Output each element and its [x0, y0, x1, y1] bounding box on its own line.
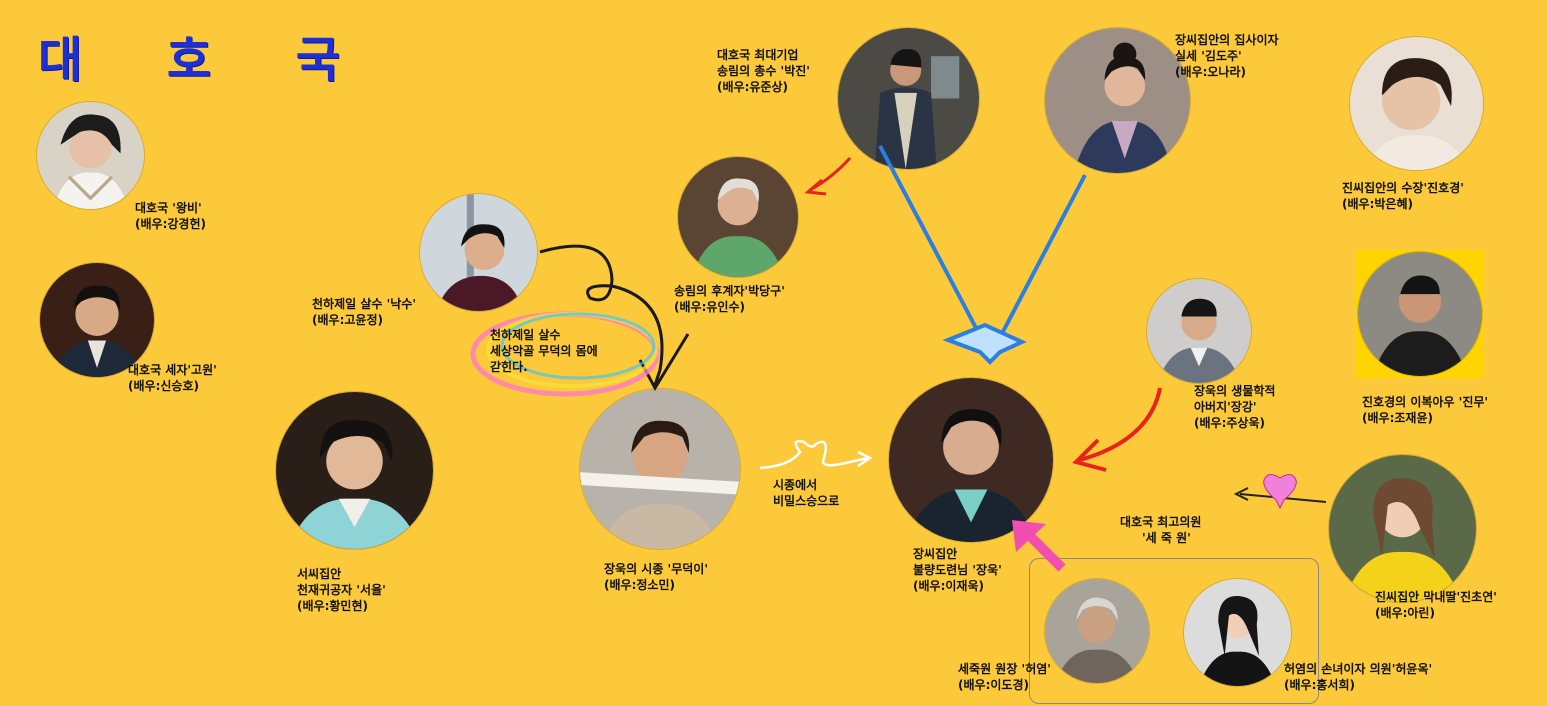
- portrait-nakbsu: [420, 194, 537, 311]
- portrait-jangwook: [889, 378, 1053, 542]
- portrait-parkdanggu: [678, 157, 798, 277]
- blue-arrowhead: [942, 322, 1027, 365]
- blue-arrow-parkjin: [878, 145, 987, 346]
- white-heart-arrow: [759, 439, 869, 470]
- caption-mudeoki: 장욱의 시종 '무덕이'(배우:정소민): [604, 562, 709, 592]
- portrait-heoyeom: [1045, 579, 1149, 683]
- sejukwon-group-box: [1029, 558, 1319, 704]
- caption-nakbsu: 천하제일 살수 '낙수'(배우:고윤정): [312, 297, 417, 327]
- red-arrow-janggang-jangwook: [1079, 387, 1162, 462]
- heart-icon: [1263, 474, 1297, 510]
- caption-jinmu: 진호경의 이복아우 '진무'(배우:조재윤): [1362, 395, 1489, 425]
- portrait-janggang: [1147, 279, 1251, 383]
- portrait-parkjin: [838, 28, 979, 169]
- portrait-mudeoki: [580, 389, 740, 549]
- caption-jinchoyeon: 진씨집안 막내딸'진초연'(배우:아린): [1375, 590, 1497, 620]
- portrait-gowon: [40, 263, 154, 377]
- red-arrow-parkjin-parkdanggu: [809, 156, 852, 192]
- caption-gowon: 대호국 세자'고원'(배우:신승호): [128, 363, 217, 393]
- blue-arrow-kimdoju: [994, 174, 1087, 346]
- portrait-jinhogyeong: [1350, 37, 1483, 170]
- portrait-jinmu-frame: [1356, 250, 1484, 378]
- portrait-kimdoju: [1045, 28, 1190, 173]
- page-title: 대 호 국: [38, 32, 374, 88]
- cupid-arrow: [1239, 493, 1327, 503]
- caption-heoyunok: 허염의 손녀이자 의원'허윤옥'(배우:홍서희): [1284, 662, 1433, 692]
- caption-heoyeom: 세죽원 원장 '허염'(배우:이도경): [958, 662, 1051, 692]
- portrait-jinmu: [1358, 252, 1482, 376]
- caption-wangbi: 대호국 '왕비'(배우:강경헌): [135, 201, 206, 231]
- portrait-seoyul: [276, 392, 433, 549]
- caption-parkdanggu: 송림의 후계자'박당구'(배우:유인수): [674, 284, 785, 314]
- portrait-jinchoyeon: [1329, 455, 1476, 602]
- caption-jinhogyeong: 진씨집안의 수장'진호경'(배우:박은혜): [1342, 181, 1464, 211]
- note-sejukwon: 대호국 최고의원'세 죽 원': [1120, 515, 1202, 545]
- portrait-heoyunok: [1184, 579, 1291, 686]
- portrait-wangbi: [37, 102, 144, 209]
